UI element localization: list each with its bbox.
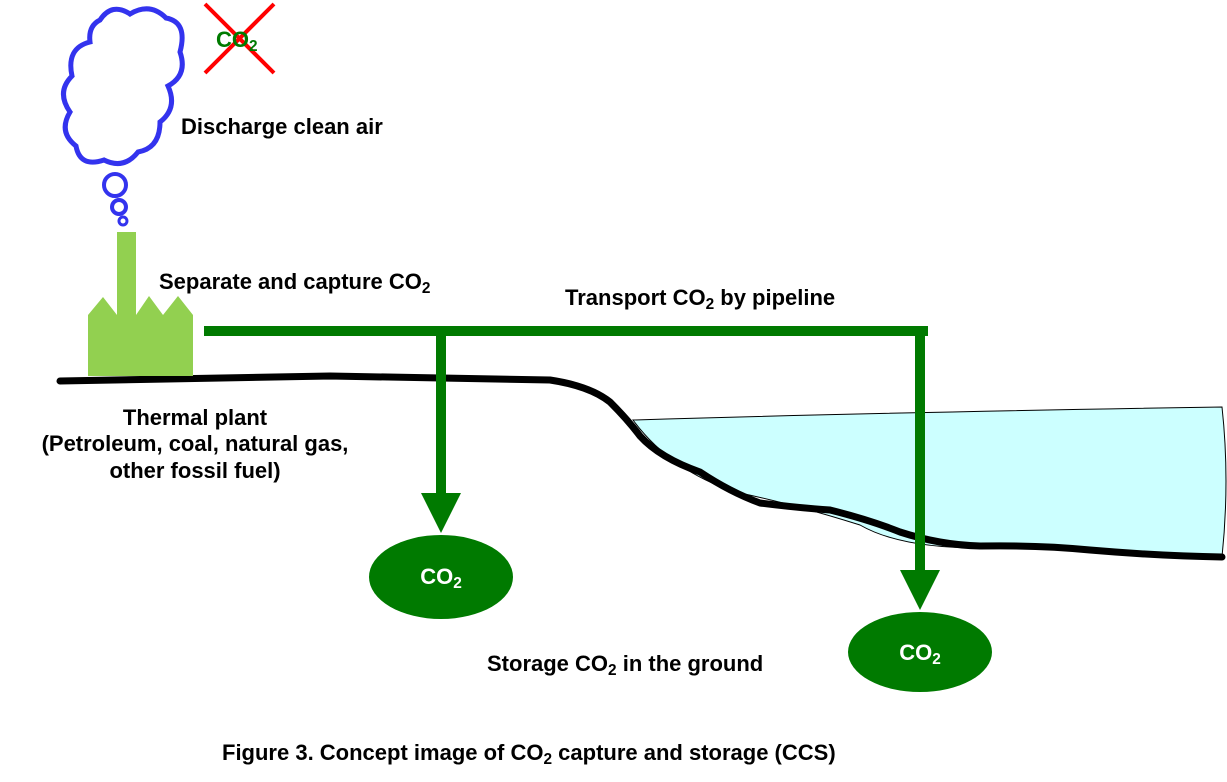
thermal-plant-line1: Thermal plant — [122, 405, 268, 430]
arrow-head-right — [900, 570, 940, 610]
transport-label: Transport CO2 by pipeline — [565, 285, 836, 313]
storage-reservoir-left — [369, 535, 513, 619]
smoke-puff-small — [117, 215, 129, 227]
thermal-plant-line3: other fossil fuel) — [109, 457, 281, 483]
cross-line-2 — [203, 2, 276, 75]
thermal-plant-label: Thermal plant (Petroleum, coal, natural … — [5, 405, 385, 484]
storage-reservoir-right — [848, 612, 992, 692]
smoke-puff-large — [102, 172, 128, 198]
co2-reservoir-left-label: CO2 — [420, 564, 462, 592]
thermal-plant-line2: (Petroleum, coal, natural gas, — [41, 431, 349, 457]
smoke-puff-medium — [110, 198, 128, 216]
clean-air-label: Discharge clean air — [181, 114, 383, 139]
co2-reservoir-right-label: CO2 — [899, 640, 941, 668]
smoke-cloud — [61, 6, 185, 167]
crossed-co2-label: CO2 — [216, 27, 258, 55]
separate-capture-label: Separate and capture CO2 — [159, 269, 431, 297]
arrow-head-left — [421, 493, 461, 533]
figure-caption: Figure 3. Concept image of CO2 capture a… — [222, 740, 836, 768]
thermal-plant — [88, 232, 193, 376]
storage-label: Storage CO2 in the ground — [487, 651, 764, 679]
ground-line — [56, 372, 1226, 561]
